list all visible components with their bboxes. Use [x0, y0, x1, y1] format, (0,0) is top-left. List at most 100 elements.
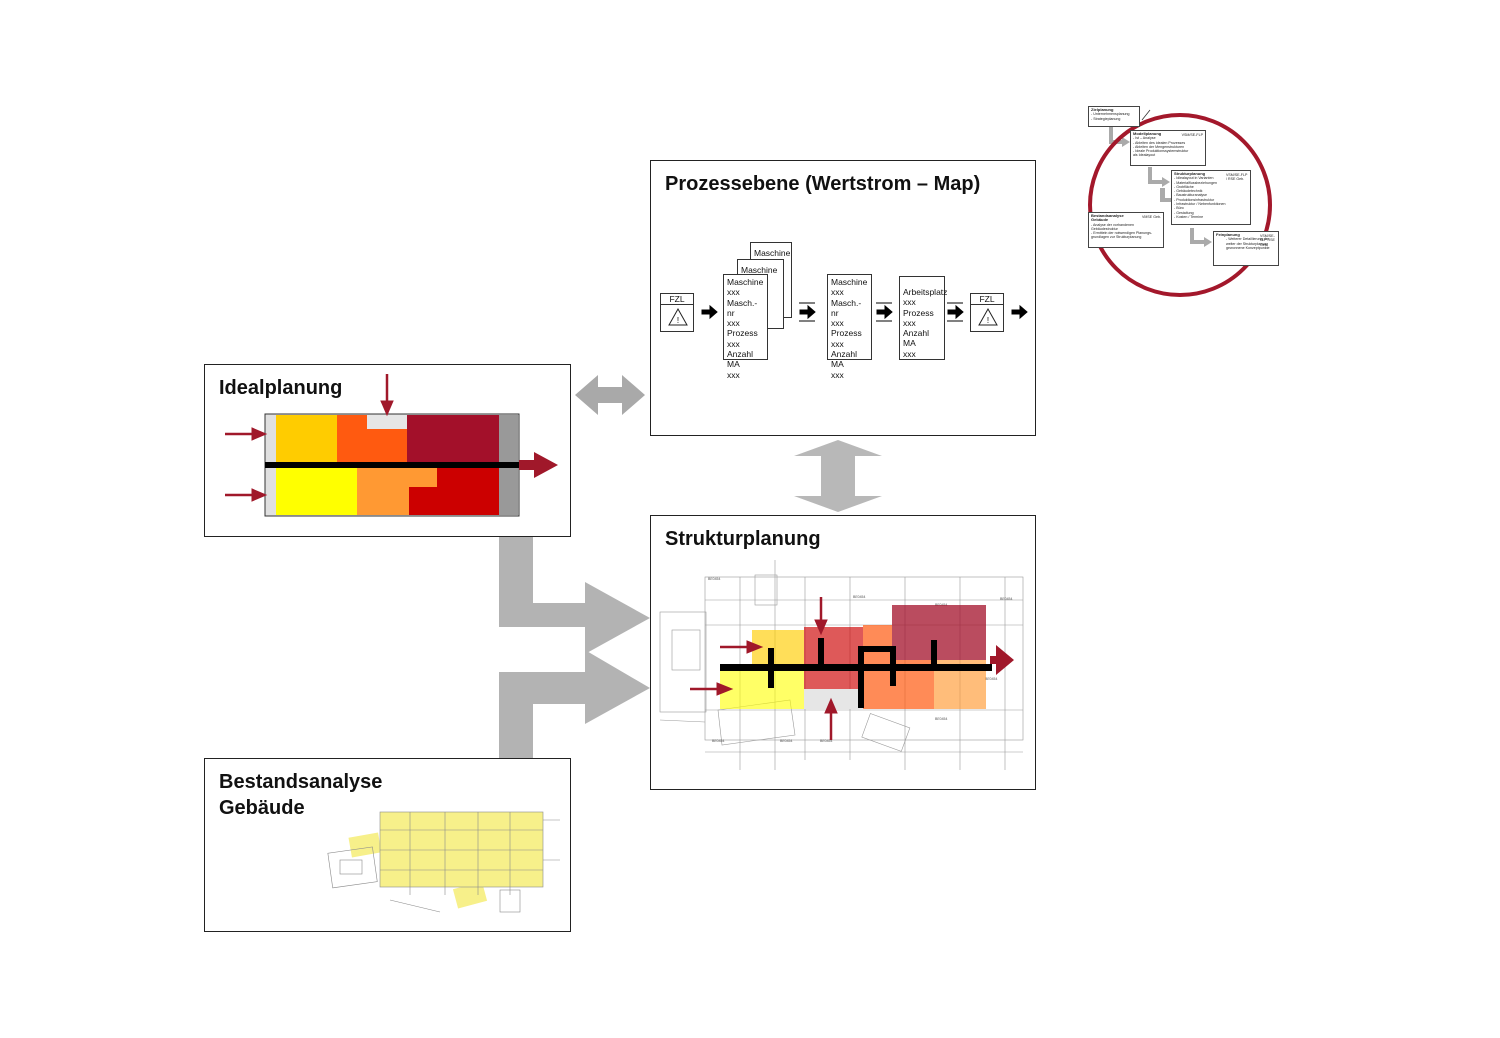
- fzl-label: FZL: [661, 294, 693, 305]
- mini-title: Bestandsanalyse Gebäude: [1091, 213, 1124, 223]
- zone-yellow: [720, 667, 804, 709]
- mini-box-bestand: Bestandsanalyse Gebäude VMSE Geb. - Anal…: [1088, 212, 1164, 248]
- plan-label: BE0454: [853, 595, 866, 599]
- structure-floorplan: BE0454 BE0454 BE0454 BE0454 BE0454 BE045…: [659, 560, 1024, 770]
- process-field: Anzahl MA: [831, 349, 857, 370]
- mini-line: - Infrastruktur / Nebenfunktionen: [1174, 202, 1226, 207]
- process-field: Anzahl MA: [903, 328, 929, 349]
- process-field: Masch.-nr: [831, 297, 862, 318]
- flow-arrow: [990, 645, 1014, 675]
- mini-line: - Ableiten des idealen Prozesses: [1133, 140, 1186, 145]
- double-arrow-horizontal: [575, 375, 645, 415]
- process-box-2: Maschine xxx Masch.-nr xxx Prozess xxx A…: [827, 274, 872, 380]
- mini-box-fein: Feinplanung VSM/SE-FLP RSE Geb. - Weiter…: [1213, 231, 1279, 266]
- mini-line: weiter der Strukturplanung: [1226, 241, 1269, 246]
- process-field: xxx: [831, 287, 844, 298]
- zone-yellow-orange: [276, 415, 337, 463]
- process-field: Masch.-nr: [727, 297, 758, 318]
- svg-text:!: !: [677, 316, 679, 325]
- zone-yellow-orange: [752, 630, 804, 670]
- mini-box-modell: Modellplanung VSM/SE-FLP - Ist – Analyse…: [1130, 130, 1206, 166]
- mini-line: - Produktionsinfrastruktur: [1174, 197, 1215, 202]
- push-arrows: [701, 302, 1028, 322]
- process-field: xxx: [727, 287, 740, 298]
- mini-box-struktur: Strukturplanung VSM/SE-FLP / RSE Geb. - …: [1171, 170, 1251, 225]
- mini-line: - Ableiten der Mengenstrukturen: [1133, 144, 1185, 149]
- process-field: Prozess: [727, 328, 758, 339]
- mini-line: Gebäudestruktur: [1091, 226, 1118, 231]
- mini-line: - Strategieplanung: [1091, 116, 1121, 121]
- panel-title: Prozessebene (Wertstrom – Map): [665, 173, 981, 195]
- plan-label: BE0454: [820, 739, 833, 743]
- mini-title: Feinplanung: [1216, 232, 1240, 237]
- zone-yellow: [276, 467, 357, 515]
- process-field: Anzahl MA: [727, 349, 753, 370]
- plan-label: BE0454: [985, 677, 998, 681]
- mini-line: - Ideale Produktionssystemstruktur: [1133, 149, 1189, 154]
- mini-line: - Ermitteln der notwendigen Planungs-: [1091, 231, 1153, 236]
- panel-title: Idealplanung: [219, 377, 343, 399]
- zone-red: [409, 467, 499, 515]
- process-field: Maschine: [727, 277, 764, 287]
- mini-line: - Baustrukturanalyse: [1174, 193, 1207, 198]
- mini-box-ziel: Zielplanung - Unternehmensplanung - Stra…: [1088, 106, 1140, 127]
- flow-arrow: [519, 452, 558, 478]
- mini-line: - Idlealayout in Varianten: [1174, 176, 1214, 181]
- zone-dark-red: [407, 415, 499, 463]
- highlight-ring: [1088, 113, 1272, 297]
- panel-title: Bestandsanalyse Gebäude: [219, 771, 383, 819]
- fzl-box-left: FZL !: [660, 293, 694, 332]
- mini-line: - Unternehmensplanung: [1091, 112, 1130, 117]
- plan-label: BE0454: [1000, 597, 1013, 601]
- mini-line: als Idealayout: [1133, 153, 1156, 158]
- mini-tag: VSM/SE-FLP: [1181, 133, 1203, 137]
- mini-title: Modellplanung: [1133, 131, 1162, 136]
- push-arrow-icon: [1011, 304, 1028, 320]
- push-arrow-icon: [876, 302, 893, 322]
- fzl-label: FZL: [971, 294, 1003, 305]
- warning-icon: !: [668, 307, 688, 326]
- input-arrows: [225, 374, 394, 502]
- panel-title: Strukturplanung: [665, 528, 821, 550]
- plan-label: BE0454: [712, 739, 725, 743]
- mini-title: Strukturplanung: [1174, 171, 1206, 176]
- process-field: xxx: [903, 348, 916, 359]
- process-field: Prozess: [831, 328, 862, 339]
- push-arrow-icon: [701, 304, 718, 320]
- stack-label: Maschine: [754, 248, 791, 258]
- plan-label: BE0454: [780, 739, 793, 743]
- mini-line: - Grobfläche: [1174, 184, 1194, 189]
- mini-line: - Materialflussbeziehungen: [1174, 180, 1217, 185]
- process-field: xxx: [831, 369, 844, 380]
- mini-tag: VSM/SE-FLP RSE Geb.: [1260, 234, 1275, 247]
- process-field: xxx: [903, 297, 916, 308]
- process-field: xxx: [727, 369, 740, 380]
- zone-red: [804, 627, 863, 689]
- stack-label: Maschine: [741, 265, 778, 275]
- fzl-box-right: FZL !: [970, 293, 1004, 332]
- mini-line: - Kosten / Termine: [1174, 214, 1204, 219]
- elbow-arrow-ideal: [499, 537, 650, 654]
- push-arrow-icon: [799, 302, 816, 322]
- elbow-arrow-bestand: [499, 650, 650, 758]
- flow-lines: [720, 638, 992, 708]
- process-field: xxx: [727, 338, 740, 349]
- mini-line: - Ist – Analyse: [1133, 136, 1156, 141]
- process-field: Arbeitsplatz: [903, 287, 948, 297]
- process-field: Maschine: [831, 277, 868, 287]
- process-field: Prozess: [903, 307, 934, 318]
- warning-icon: !: [978, 307, 998, 326]
- plan-label: BE0454: [935, 717, 948, 721]
- process-field: xxx: [831, 318, 844, 329]
- mini-tag: VSM/SE-FLP / RSE Geb.: [1226, 173, 1248, 182]
- mini-line: - Weiterer Detaillierung der: [1226, 237, 1269, 242]
- mini-title: Zielplanung: [1091, 107, 1114, 112]
- mini-line: grundlagen zur Strukturplanung: [1091, 235, 1142, 240]
- double-arrow-vertical: [794, 440, 882, 512]
- process-box-3: Arbeitsplatz xxx Prozess xxx Anzahl MA x…: [899, 276, 948, 360]
- process-field: xxx: [831, 338, 844, 349]
- mini-line: - Gebäudetechnik: [1174, 189, 1203, 194]
- mini-tag: VMSE Geb.: [1142, 215, 1161, 219]
- process-field: xxx: [727, 318, 740, 329]
